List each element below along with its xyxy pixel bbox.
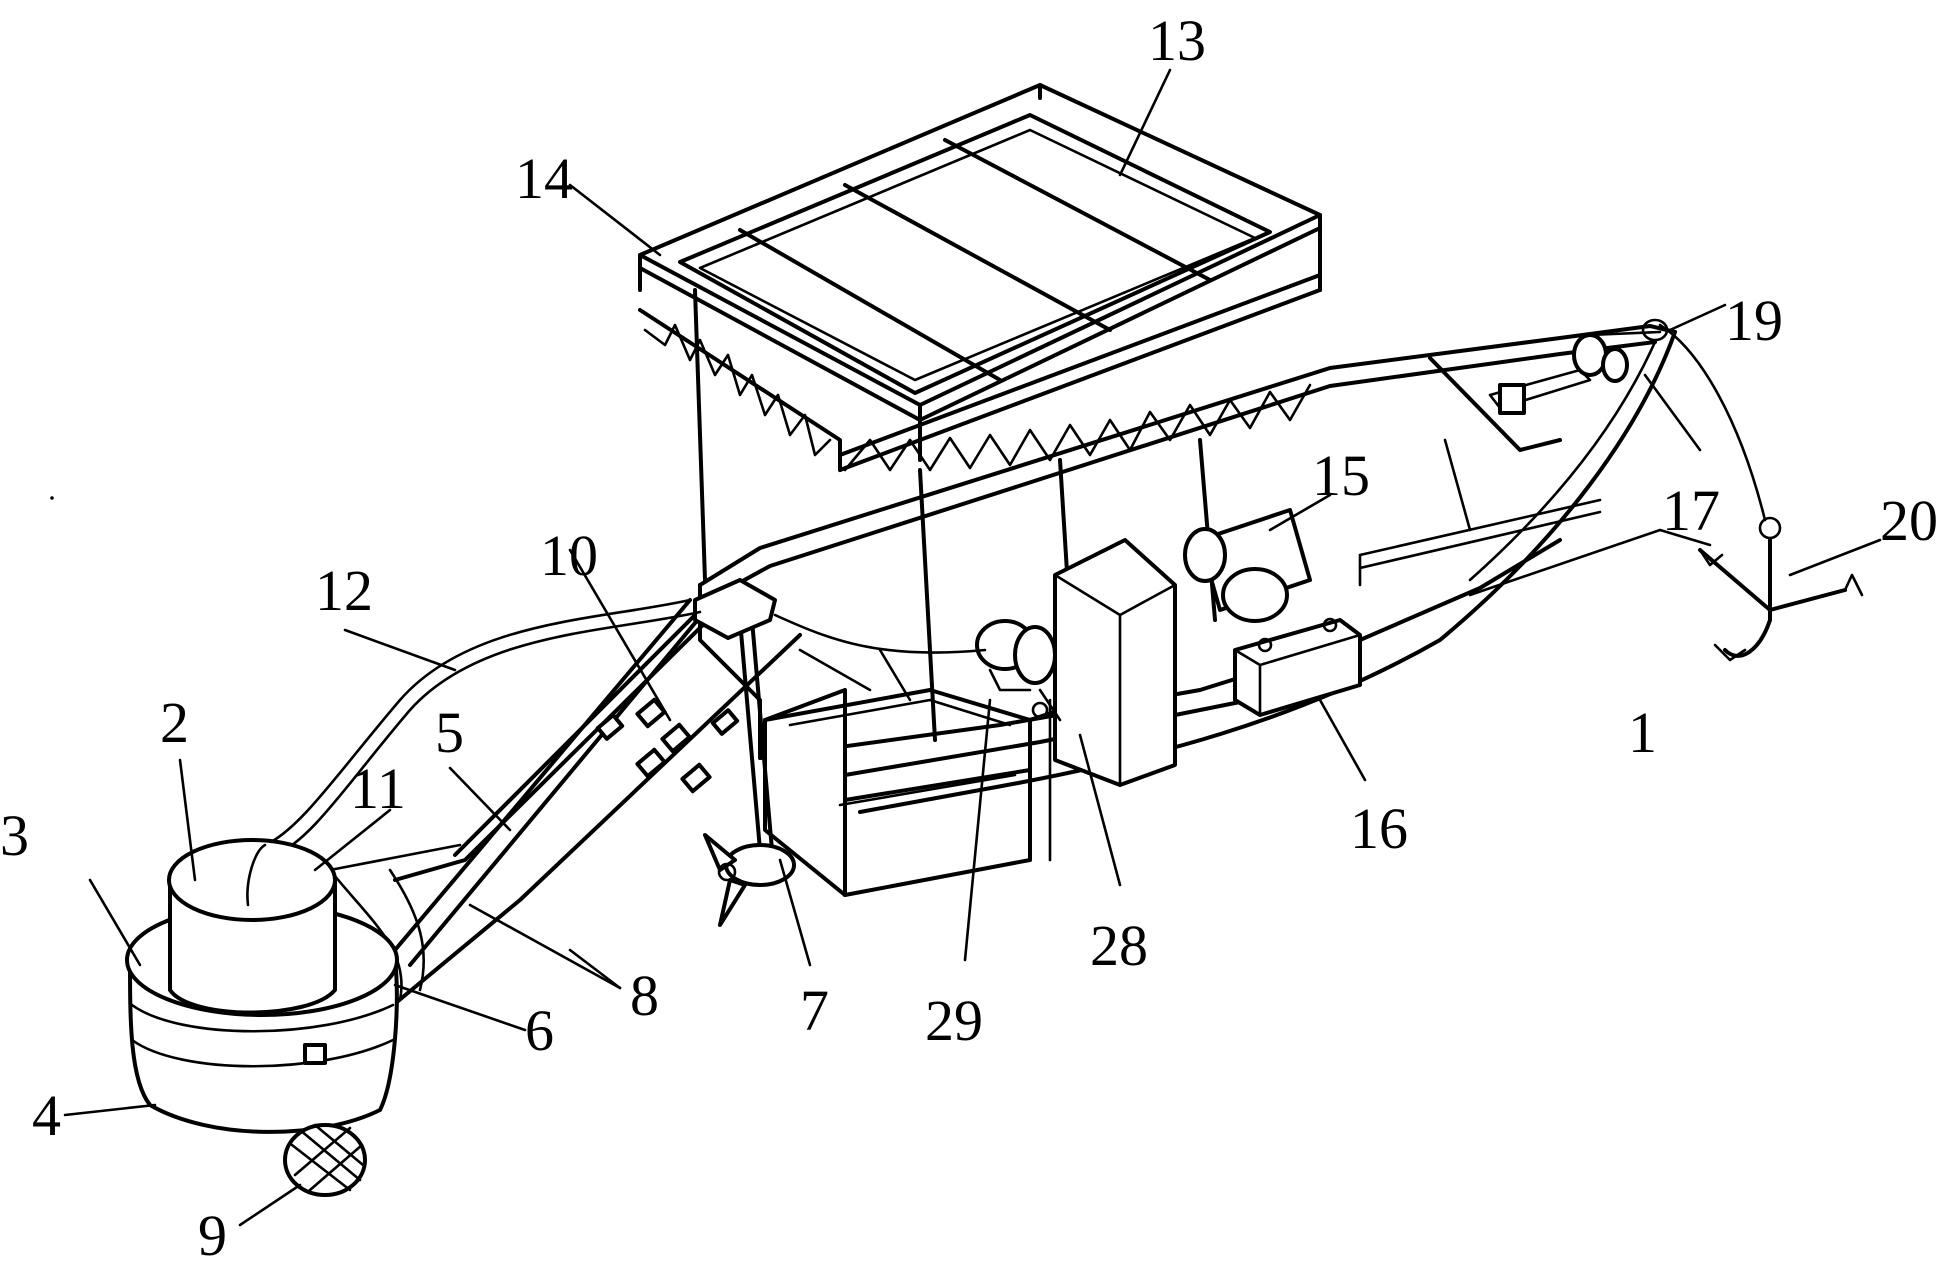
label-16: 16 (1350, 796, 1408, 861)
label-12: 12 (315, 558, 373, 623)
pump-motor-15 (1183, 508, 1312, 623)
label-3: 3 (0, 803, 29, 868)
label-28: 28 (1090, 913, 1148, 978)
reference-labels: 1 2 3 4 5 6 7 8 9 10 11 12 13 14 15 16 1… (0, 8, 1938, 1263)
pump-29 (975, 619, 1057, 692)
junction-box (693, 578, 777, 640)
label-4: 4 (32, 1083, 61, 1148)
label-15: 15 (1312, 443, 1370, 508)
solar-canopy (638, 83, 1322, 742)
label-19: 19 (1725, 288, 1783, 353)
stray-dot (50, 496, 54, 500)
hose-12-inner (273, 610, 702, 857)
anchor-assembly (1641, 318, 1864, 662)
label-13: 13 (1148, 8, 1206, 73)
label-6: 6 (525, 998, 554, 1063)
bracket-28 (1031, 688, 1062, 722)
label-11: 11 (350, 756, 406, 821)
label-17: 17 (1662, 478, 1720, 543)
cable (773, 613, 987, 654)
battery-16 (1233, 617, 1362, 717)
skimmer-float (125, 838, 399, 1134)
label-10: 10 (540, 523, 598, 588)
tow-frame (328, 598, 802, 1107)
control-cabinet (1053, 538, 1177, 787)
label-5: 5 (435, 700, 464, 765)
label-29: 29 (925, 988, 983, 1053)
label-7: 7 (800, 978, 829, 1043)
label-9: 9 (198, 1203, 227, 1263)
label-8: 8 (630, 963, 659, 1028)
winch-17 (1488, 330, 1662, 415)
label-20: 20 (1880, 488, 1938, 553)
outboard-motor-7 (703, 618, 796, 927)
label-2: 2 (160, 690, 189, 755)
label-1: 1 (1628, 700, 1657, 765)
clamps-10 (595, 697, 740, 794)
ball-9 (283, 1123, 367, 1197)
leader-lines (63, 68, 1882, 1227)
label-14: 14 (515, 146, 573, 211)
